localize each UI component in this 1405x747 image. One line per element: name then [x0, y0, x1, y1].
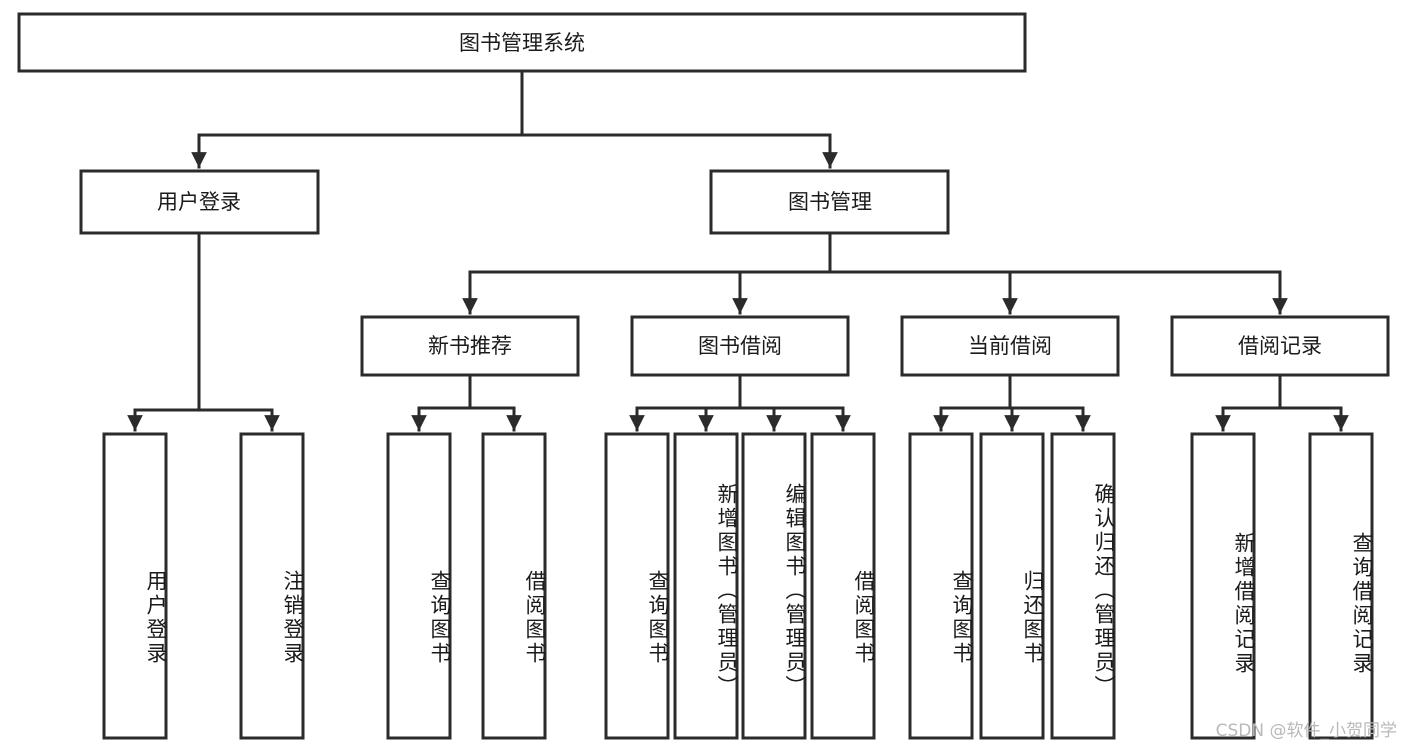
node-bb-borrow-book-box[interactable] [810, 432, 876, 740]
node-user-login[interactable]: 用户登录 [79, 169, 320, 235]
node-cb-return-book-box[interactable] [979, 432, 1045, 740]
node-book-borrow-box[interactable] [630, 315, 850, 377]
csdn-watermark: CSDN @软件_小贺同学 [1215, 721, 1397, 741]
node-user-login-logout-box[interactable] [239, 432, 305, 740]
node-cb-query-book-box[interactable] [908, 432, 974, 740]
node-user-login-label: 用户登录 [157, 190, 241, 214]
connector-group [127, 69, 1349, 432]
node-current-borrow[interactable]: 当前借阅 [900, 315, 1120, 377]
node-current-borrow-box[interactable] [900, 315, 1120, 377]
node-nbr-query-book-box[interactable] [386, 432, 452, 740]
node-bb-edit-book-box[interactable] [741, 432, 807, 740]
node-borrow-record-box[interactable] [1170, 315, 1390, 377]
node-book-borrow-label: 图书借阅 [698, 334, 782, 358]
node-root-label: 图书管理系统 [459, 31, 585, 55]
node-nbr-borrow-book-box[interactable] [481, 432, 547, 740]
node-cb-confirm-return-box[interactable] [1050, 432, 1116, 740]
node-root[interactable]: 图书管理系统 [17, 12, 1027, 73]
node-book-management-label: 图书管理 [788, 190, 872, 214]
node-user-login-box[interactable] [79, 169, 320, 235]
node-root-box[interactable] [17, 12, 1027, 73]
node-br-query-record-box[interactable] [1308, 432, 1374, 740]
node-new-book-recommend[interactable]: 新书推荐 [360, 315, 580, 377]
node-new-book-recommend-label: 新书推荐 [428, 334, 512, 358]
node-new-book-recommend-box[interactable] [360, 315, 580, 377]
node-br-add-record-box[interactable] [1190, 432, 1256, 740]
node-user-login-login-box[interactable] [102, 432, 168, 740]
node-book-borrow[interactable]: 图书借阅 [630, 315, 850, 377]
node-bb-query-book-box[interactable] [604, 432, 670, 740]
node-book-management-box[interactable] [709, 169, 950, 235]
node-borrow-record-label: 借阅记录 [1238, 334, 1322, 358]
node-borrow-record[interactable]: 借阅记录 [1170, 315, 1390, 377]
node-book-management[interactable]: 图书管理 [709, 169, 950, 235]
node-bb-add-book-box[interactable] [673, 432, 739, 740]
node-current-borrow-label: 当前借阅 [968, 334, 1052, 358]
